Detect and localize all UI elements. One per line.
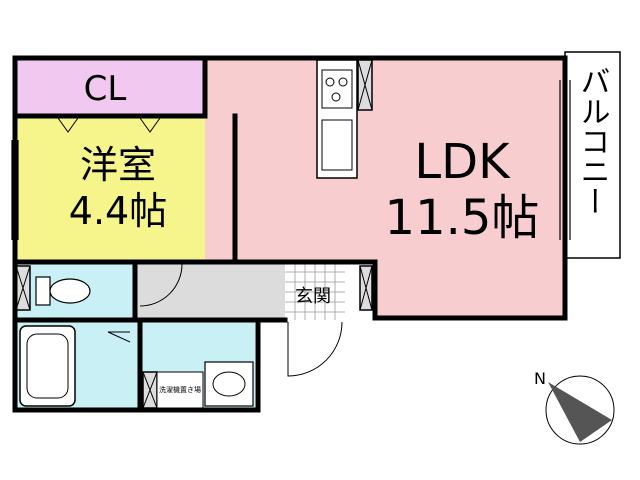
ldk-name: LDK	[414, 134, 511, 190]
laundry-label: 洗濯機置き場	[159, 385, 201, 394]
hallway-area	[135, 262, 285, 320]
kitchen-counter	[316, 59, 358, 179]
doors	[57, 117, 343, 377]
storage-box-3	[142, 371, 158, 409]
western-room-name: 洋室	[80, 143, 156, 187]
storage-box-4	[359, 265, 373, 311]
entrance-tile	[285, 262, 345, 320]
bathtub	[19, 325, 76, 407]
laundry-box	[156, 371, 204, 409]
balcony-area	[564, 51, 621, 259]
western-room-area	[15, 116, 235, 262]
western-room-size: 4.4帖	[69, 189, 167, 233]
ldk-size: 11.5帖	[385, 190, 540, 246]
compass-north-label: N	[534, 369, 546, 388]
closet-label: CL	[84, 69, 127, 109]
storage-box	[357, 59, 373, 111]
windows	[11, 80, 571, 240]
wash-basin	[204, 361, 254, 407]
toilet-fixture	[35, 276, 91, 306]
closet-area	[15, 58, 205, 116]
compass: N	[534, 369, 615, 445]
storage-box-2	[15, 265, 31, 311]
entrance-label: 玄関	[295, 286, 331, 307]
balcony-label: バルコニー	[575, 66, 610, 216]
walls	[12, 55, 568, 413]
